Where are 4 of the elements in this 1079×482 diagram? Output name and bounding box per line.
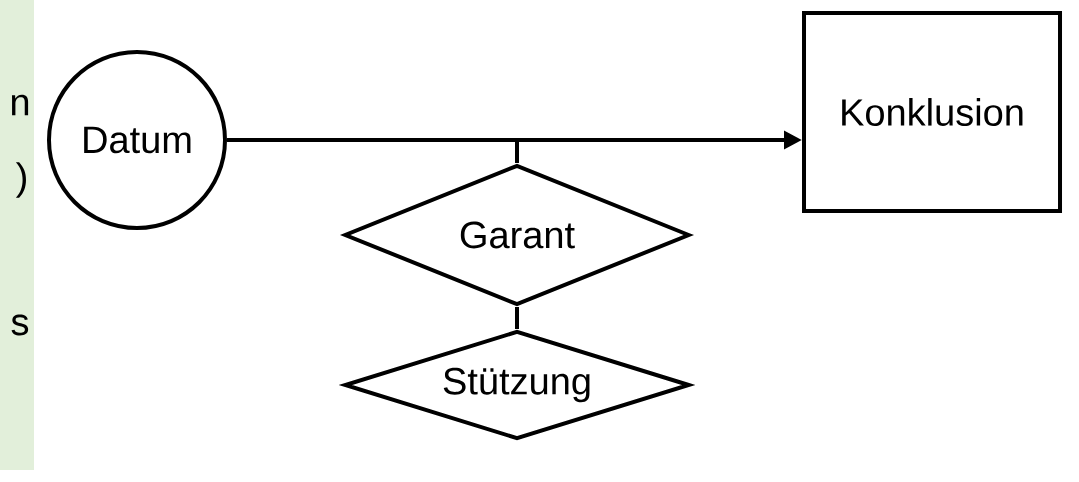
- process-box: Konklusion: [802, 11, 1062, 213]
- partial-text: s: [11, 314, 29, 336]
- connector: [515, 307, 519, 329]
- circle-node: Datum: [47, 50, 227, 230]
